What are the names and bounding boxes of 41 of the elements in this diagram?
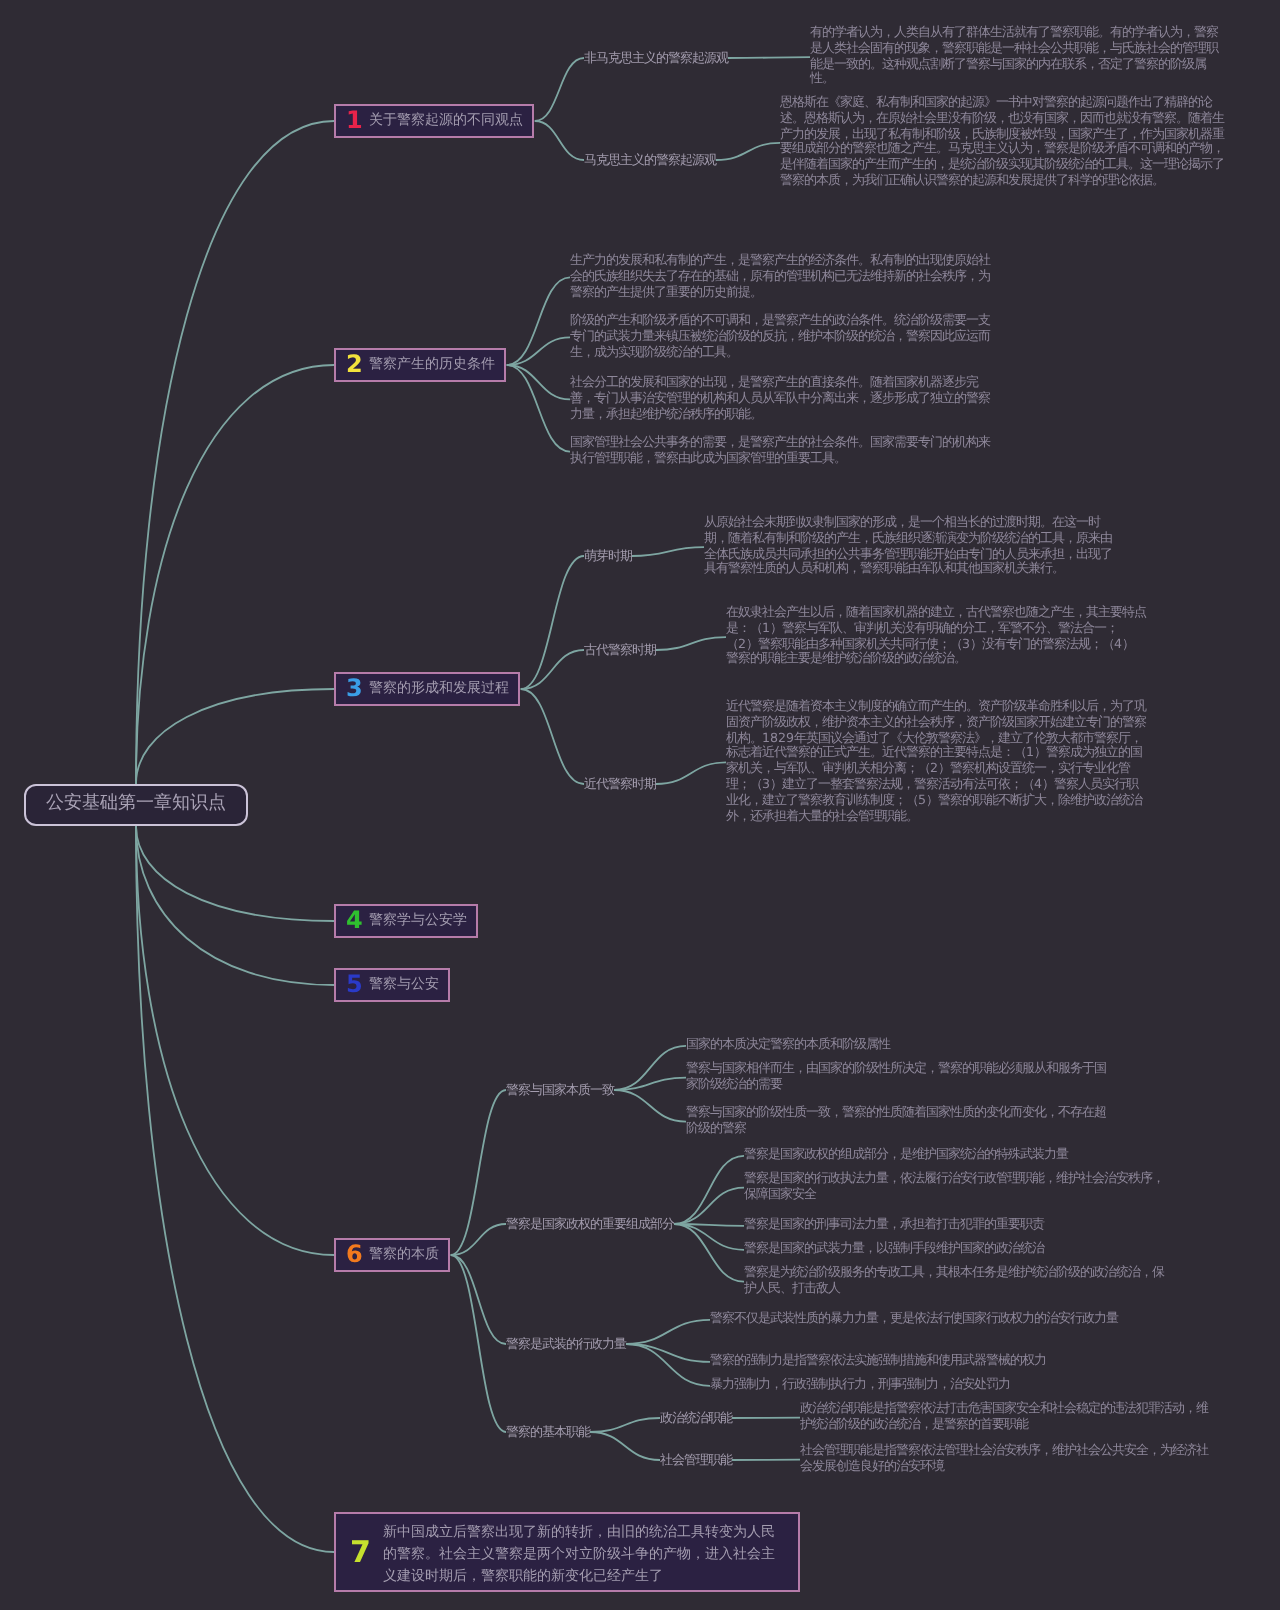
branch-line <box>449 1089 507 1256</box>
branch-line <box>715 141 781 161</box>
branch-line <box>505 276 571 366</box>
branch-line <box>449 1254 507 1433</box>
branch-line <box>673 1223 745 1283</box>
branch-line <box>449 1254 507 1345</box>
topic-card <box>334 1512 800 1592</box>
topic-number: 6 <box>346 1242 363 1268</box>
topic-number: 5 <box>346 972 363 998</box>
topic-number: 2 <box>346 352 363 378</box>
central-topic-box: 公安基础第一章知识点 <box>24 784 248 826</box>
branch-line <box>655 636 727 651</box>
topic-number: 7 <box>350 1536 371 1568</box>
branch-line <box>631 546 705 557</box>
branch-line <box>673 1154 745 1225</box>
topic-box <box>334 968 451 1002</box>
branch-line <box>731 1416 801 1419</box>
topic-number: 4 <box>346 908 363 934</box>
topic-box <box>334 104 535 138</box>
branch-line <box>519 649 585 690</box>
topic-box <box>334 348 507 382</box>
branch-line <box>731 1458 801 1461</box>
branch-line <box>449 1223 507 1256</box>
branch-line <box>673 1223 745 1251</box>
topic-box <box>334 1238 451 1272</box>
branch-line <box>655 761 727 785</box>
topic-box <box>334 904 479 938</box>
topic-box <box>334 672 521 706</box>
branch-line <box>135 688 335 785</box>
branch-line <box>533 120 585 161</box>
branch-line <box>519 555 585 690</box>
branch-line <box>625 1343 711 1387</box>
branch-line <box>727 56 811 59</box>
branch-line <box>505 364 571 453</box>
branch-line <box>519 688 585 785</box>
branch-line <box>533 57 585 122</box>
branch-line <box>505 364 571 401</box>
topic-number: 1 <box>346 108 363 134</box>
branch-line <box>589 1431 661 1461</box>
branch-line <box>613 1089 687 1123</box>
topic-number: 3 <box>346 676 363 702</box>
